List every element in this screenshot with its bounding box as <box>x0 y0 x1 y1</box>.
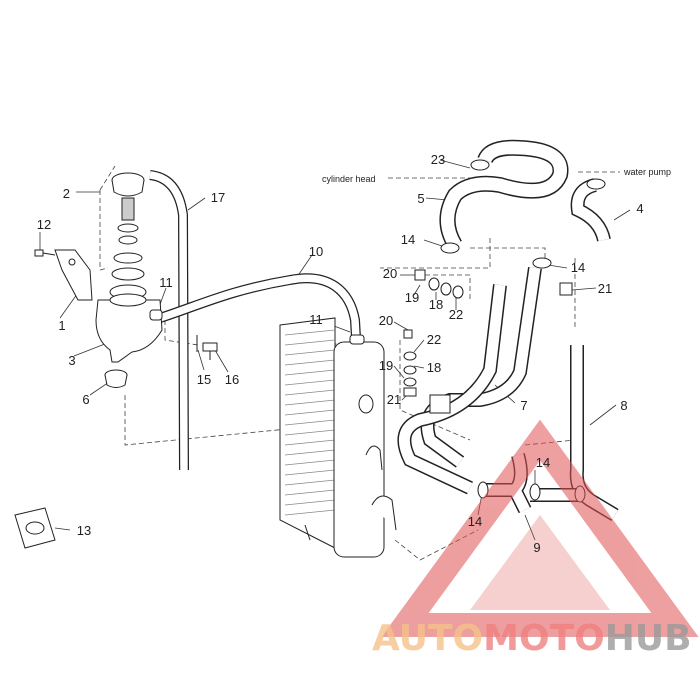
label-22a: 22 <box>449 307 463 322</box>
label-19b: 19 <box>379 358 393 373</box>
label-21a: 21 <box>598 281 612 296</box>
label-11a: 11 <box>159 275 173 290</box>
label-13: 13 <box>77 523 91 538</box>
label-11b: 11 <box>309 312 323 327</box>
label-1: 1 <box>58 318 65 333</box>
label-14d: 14 <box>468 514 482 529</box>
part-7-pipe <box>397 267 542 495</box>
part-11-clamps <box>149 309 365 345</box>
part-10-hose <box>158 273 361 339</box>
label-14a: 14 <box>401 232 415 247</box>
label-17: 17 <box>211 190 225 205</box>
part-4-hose <box>570 178 611 242</box>
label-10: 10 <box>309 244 323 259</box>
label-20b: 20 <box>379 313 393 328</box>
label-9: 9 <box>533 540 540 555</box>
label-16: 16 <box>225 372 239 387</box>
watermark-hub: HUB <box>605 618 692 659</box>
watermark-logo <box>381 419 699 637</box>
part-2-cap-assembly <box>109 172 147 300</box>
note-cylinder-head: cylinder head <box>322 174 376 184</box>
label-23: 23 <box>431 152 445 167</box>
label-8: 8 <box>620 398 627 413</box>
part-23-clamp <box>440 159 490 254</box>
label-7: 7 <box>520 398 527 413</box>
label-22b: 22 <box>427 332 441 347</box>
label-21b: 21 <box>387 392 401 407</box>
note-water-pump: water pump <box>623 167 671 177</box>
watermark-text: AUTOMOTOHUB <box>372 618 692 659</box>
label-15: 15 <box>197 372 211 387</box>
radiator <box>279 317 397 558</box>
small-fasteners <box>403 269 573 397</box>
label-14b: 14 <box>571 260 585 275</box>
part-3-expansion-tank <box>95 293 163 388</box>
part-15-16-fasteners <box>196 335 218 360</box>
label-18a: 18 <box>429 297 443 312</box>
label-3: 3 <box>68 353 75 368</box>
label-18b: 18 <box>427 360 441 375</box>
part-7-bracket <box>429 394 451 414</box>
part-13-plate <box>14 507 56 549</box>
label-14c: 14 <box>536 455 550 470</box>
part-12-bolt <box>34 249 56 257</box>
callout-numbers: 2 12 1 3 6 17 11 10 11 15 16 23 5 14 14 … <box>37 152 644 555</box>
label-6: 6 <box>82 392 89 407</box>
part-1-bracket <box>54 249 93 301</box>
label-2: 2 <box>63 186 70 201</box>
part-17-breather-hose <box>149 170 189 471</box>
part-4-clamp <box>586 178 606 190</box>
label-20a: 20 <box>383 266 397 281</box>
watermark-auto: AUTO <box>372 618 483 659</box>
part-5-hose <box>439 139 569 250</box>
watermark-moto: MOTO <box>483 618 605 659</box>
label-4: 4 <box>636 201 643 216</box>
label-12: 12 <box>37 217 51 232</box>
label-5: 5 <box>417 191 424 206</box>
label-19a: 19 <box>405 290 419 305</box>
